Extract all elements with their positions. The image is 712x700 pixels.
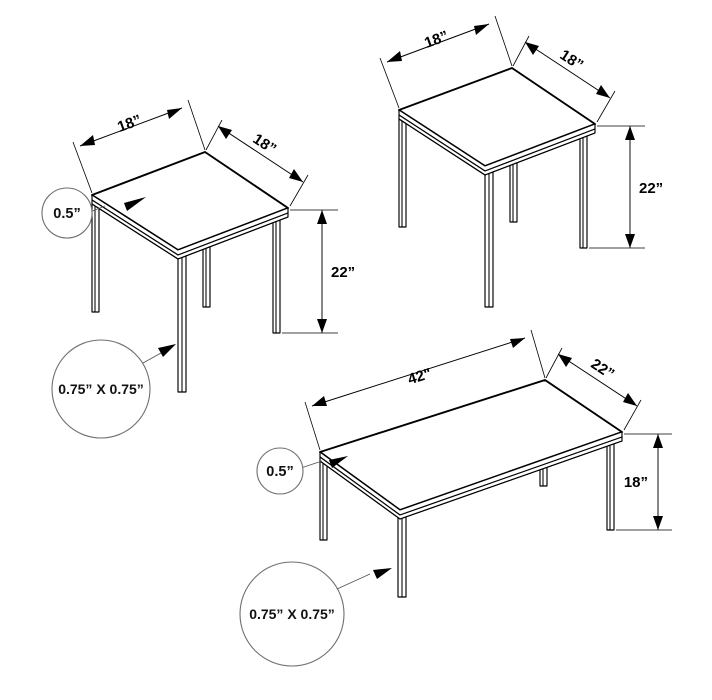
arrowhead-start: [218, 126, 232, 139]
arrowhead-bottom: [653, 516, 663, 530]
dim-line: [217, 125, 304, 183]
arrowhead-bottom: [317, 319, 327, 333]
ext-line-b: [289, 174, 309, 207]
arrowhead-start: [387, 51, 402, 62]
dim-line: [524, 41, 611, 99]
ext-line-b: [596, 90, 616, 123]
ext-line-a: [72, 141, 93, 194]
arrowhead-top: [317, 210, 327, 224]
callout-top-thickness[interactable]: 0.5”: [256, 447, 348, 495]
callout-top-thickness[interactable]: 0.5”: [41, 187, 146, 239]
callout-arrowhead: [329, 456, 348, 468]
table-top-under-edge: [319, 440, 623, 520]
callout-arrowhead: [373, 568, 392, 579]
ext-line-a: [545, 347, 563, 379]
dimension-height-22: 22”: [282, 209, 355, 334]
table-top: [91, 151, 289, 260]
ext-line-a: [304, 401, 321, 451]
table-top: [398, 67, 596, 176]
view-coffee-table: 42" 22” 18” 0.5”: [239, 329, 672, 667]
arrowhead-start: [525, 42, 539, 55]
callout-bubble[interactable]: [41, 187, 93, 239]
dimension-label-width: 18”: [422, 28, 451, 52]
dimension-label-height: 18”: [624, 474, 648, 491]
arrowhead-end: [167, 108, 182, 119]
dim-line: [557, 353, 638, 407]
dim-line: [311, 337, 526, 407]
dim-line: [79, 107, 183, 147]
arrowhead-top: [653, 434, 663, 448]
dimension-label-height: 22”: [639, 180, 663, 197]
arrowhead-end: [623, 393, 637, 406]
callout-bubble[interactable]: [256, 447, 304, 495]
callout-arrowhead: [124, 197, 146, 211]
arrowhead-end: [474, 24, 489, 35]
ext-line-b: [187, 99, 206, 151]
arrowhead-bottom: [625, 234, 635, 248]
dimension-label-depth: 18”: [250, 131, 280, 158]
callout-label-leg: 0.75” X 0.75”: [249, 606, 335, 622]
ext-line-a: [379, 57, 400, 109]
callout-leader: [89, 205, 106, 213]
dimension-height-22: 22”: [589, 125, 663, 249]
dim-line: [386, 23, 490, 63]
table-top-under-edge: [91, 203, 289, 260]
callout-leg-profile[interactable]: 0.75” X 0.75”: [51, 339, 176, 439]
dimension-label-depth: 18”: [557, 47, 587, 74]
arrowhead-end: [289, 169, 303, 182]
callout-bubble[interactable]: [239, 561, 345, 667]
dimension-height-18: 18”: [616, 433, 672, 531]
ext-line-a: [205, 119, 223, 151]
arrowhead-top: [625, 126, 635, 140]
dimension-label-depth: 22”: [588, 356, 618, 383]
arrowhead-start: [312, 396, 327, 406]
callout-leg-profile[interactable]: 0.75” X 0.75”: [239, 561, 392, 667]
table-top-face: [398, 67, 596, 167]
arrowhead-end: [596, 85, 610, 98]
callout-label-thickness: 0.5”: [53, 206, 80, 222]
dimension-label-width: 18”: [115, 112, 144, 136]
table-top-face: [91, 151, 289, 251]
dimension-label-height: 22”: [331, 264, 355, 281]
ext-line-b: [530, 329, 546, 379]
ext-line-a: [512, 35, 530, 67]
arrowhead-end: [510, 338, 525, 348]
callout-leader: [336, 573, 371, 590]
dimension-label-width: 42": [406, 365, 434, 388]
arrowhead-start: [558, 354, 572, 367]
ext-line-b: [623, 399, 642, 431]
table-top-under-edge: [398, 118, 596, 176]
callout-leader: [300, 460, 323, 469]
callout-bubble[interactable]: [51, 339, 151, 439]
view-end-table-left: 18” 18” 22” 0.5”: [41, 99, 355, 439]
view-end-table-right: 18” 18” 22”: [379, 15, 663, 308]
callout-label-thickness: 0.5”: [266, 464, 293, 480]
arrowhead-start: [80, 135, 95, 146]
table-legs: [398, 114, 588, 308]
ext-line-b: [494, 15, 513, 67]
callout-label-leg: 0.75” X 0.75”: [58, 381, 144, 397]
callout-arrowhead: [158, 344, 176, 357]
table-top: [319, 379, 623, 520]
dimension-width-42: 42": [304, 329, 546, 451]
